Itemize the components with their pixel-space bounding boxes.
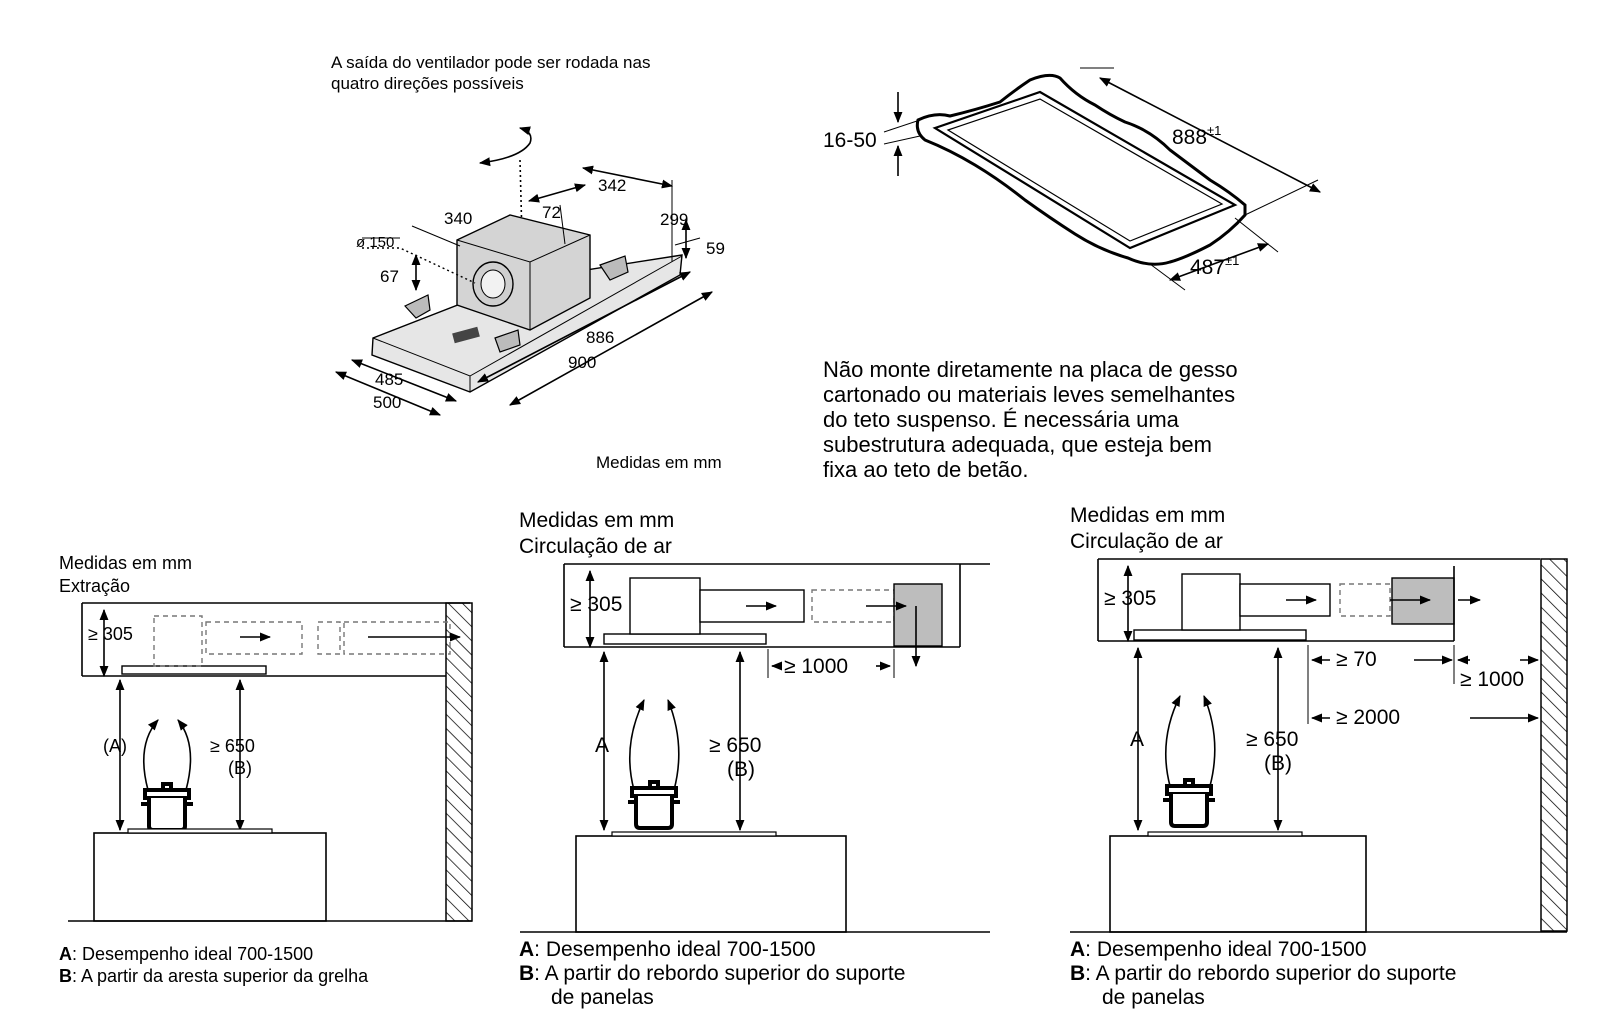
svg-text:≥ 1000: ≥ 1000 xyxy=(784,655,848,678)
rotation-note-line1: A saída do ventilador pode ser rodada na… xyxy=(331,53,650,72)
svg-text:(A): (A) xyxy=(103,736,127,756)
svg-text:Não monte diretamente na placa: Não monte diretamente na placa de gesso xyxy=(823,357,1238,382)
svg-text:subestrutura adequada, que est: subestrutura adequada, que esteja bem xyxy=(823,432,1212,457)
dim-342: 342 xyxy=(598,176,626,195)
cutout-outer-frame xyxy=(932,90,1238,250)
wall-hatched xyxy=(445,602,473,922)
hood-panel xyxy=(1133,629,1307,641)
hob xyxy=(127,828,273,834)
dim-485: 485 xyxy=(375,370,403,389)
dim-67: 67 xyxy=(380,267,399,286)
legend-a: A: Desempenho ideal 700-1500 xyxy=(59,944,313,964)
mounting-warning: Não monte diretamente na placa de gesso … xyxy=(823,357,1238,482)
dim-487: 487±1 xyxy=(1190,253,1239,279)
svg-text:(B): (B) xyxy=(1264,752,1292,775)
units-label: Medidas em mm xyxy=(596,453,722,472)
hob xyxy=(611,831,777,837)
legend-b: B: A partir do rebordo superior do supor… xyxy=(1070,962,1456,985)
dim-diameter: ø 150 xyxy=(356,234,394,251)
svg-text:A: A xyxy=(1130,728,1144,751)
hood-isometric-drawing: A saída do ventilador pode ser rodada na… xyxy=(331,53,725,472)
svg-text:≥ 650: ≥ 650 xyxy=(210,736,255,756)
mounting-clip-left xyxy=(404,294,431,319)
cooktop-counter xyxy=(575,835,847,933)
svg-text:≥ 305: ≥ 305 xyxy=(88,624,133,644)
svg-text:fixa ao teto de betão.: fixa ao teto de betão. xyxy=(823,457,1029,482)
panel-recirculation-2: Medidas em mm Circulação de ar ≥ 305 ≥ xyxy=(1070,504,1568,1009)
svg-text:≥ 1000: ≥ 1000 xyxy=(1460,668,1524,691)
dim-500: 500 xyxy=(373,393,401,412)
rotation-note-line2: quatro direções possíveis xyxy=(331,74,524,93)
dim-72: 72 xyxy=(542,203,561,222)
svg-text:≥ 650: ≥ 650 xyxy=(709,734,761,757)
svg-text:cartonado ou materiais leves s: cartonado ou materiais leves semelhantes xyxy=(823,382,1235,407)
dim-16-50: 16-50 xyxy=(823,129,877,152)
svg-text:Circulação de ar: Circulação de ar xyxy=(1070,530,1223,553)
rotation-arrow xyxy=(478,126,532,167)
svg-text:(B): (B) xyxy=(727,758,755,781)
panel-units-title: Medidas em mm xyxy=(59,553,192,573)
svg-text:do teto suspenso. É necessária: do teto suspenso. É necessária uma xyxy=(823,407,1180,432)
legend-a: A: Desempenho ideal 700-1500 xyxy=(519,938,816,961)
dim-299: 299 xyxy=(660,210,688,229)
dim-900: 900 xyxy=(568,353,596,372)
svg-text:Circulação de ar: Circulação de ar xyxy=(519,535,672,558)
svg-text:de panelas: de panelas xyxy=(1102,986,1205,1009)
recirculation-module xyxy=(893,583,943,647)
dim-59: 59 xyxy=(706,239,725,258)
svg-text:≥ 70: ≥ 70 xyxy=(1336,648,1377,671)
legend-b: B: A partir da aresta superior da grelha xyxy=(59,966,369,986)
dim-886: 886 xyxy=(586,328,614,347)
panel-recirculation-1: Medidas em mm Circulação de ar ≥ 305 ≥ 1… xyxy=(519,509,990,1009)
hood-panel xyxy=(121,665,267,675)
svg-text:(B): (B) xyxy=(228,758,252,778)
hood-panel xyxy=(603,633,767,645)
svg-text:≥ 650: ≥ 650 xyxy=(1246,728,1298,751)
svg-text:Medidas em mm: Medidas em mm xyxy=(519,509,674,532)
panel-mode-title: Extração xyxy=(59,576,130,596)
hob xyxy=(1147,831,1303,837)
panel-extraction: Medidas em mm Extração ≥ 305 (A) ≥ 650 (… xyxy=(59,553,473,986)
recirculation-module xyxy=(1391,577,1455,625)
legend-a: A: Desempenho ideal 700-1500 xyxy=(1070,938,1367,961)
svg-text:de panelas: de panelas xyxy=(551,986,654,1009)
svg-text:≥ 305: ≥ 305 xyxy=(570,593,622,616)
wall-hatched xyxy=(1540,558,1568,932)
ceiling-cutout-drawing: 16-50 888±1 487±1 Não monte diretamente … xyxy=(823,67,1321,482)
cooktop-counter xyxy=(1109,835,1367,933)
svg-text:≥ 2000: ≥ 2000 xyxy=(1336,706,1400,729)
dim-340: 340 xyxy=(444,209,472,228)
legend-b: B: A partir do rebordo superior do supor… xyxy=(519,962,905,985)
svg-text:Medidas em mm: Medidas em mm xyxy=(1070,504,1225,527)
control-panel xyxy=(452,326,480,344)
svg-text:A: A xyxy=(595,734,609,757)
dim-888: 888±1 xyxy=(1172,123,1221,149)
cooktop-counter xyxy=(93,832,327,922)
svg-text:≥ 305: ≥ 305 xyxy=(1104,587,1156,610)
